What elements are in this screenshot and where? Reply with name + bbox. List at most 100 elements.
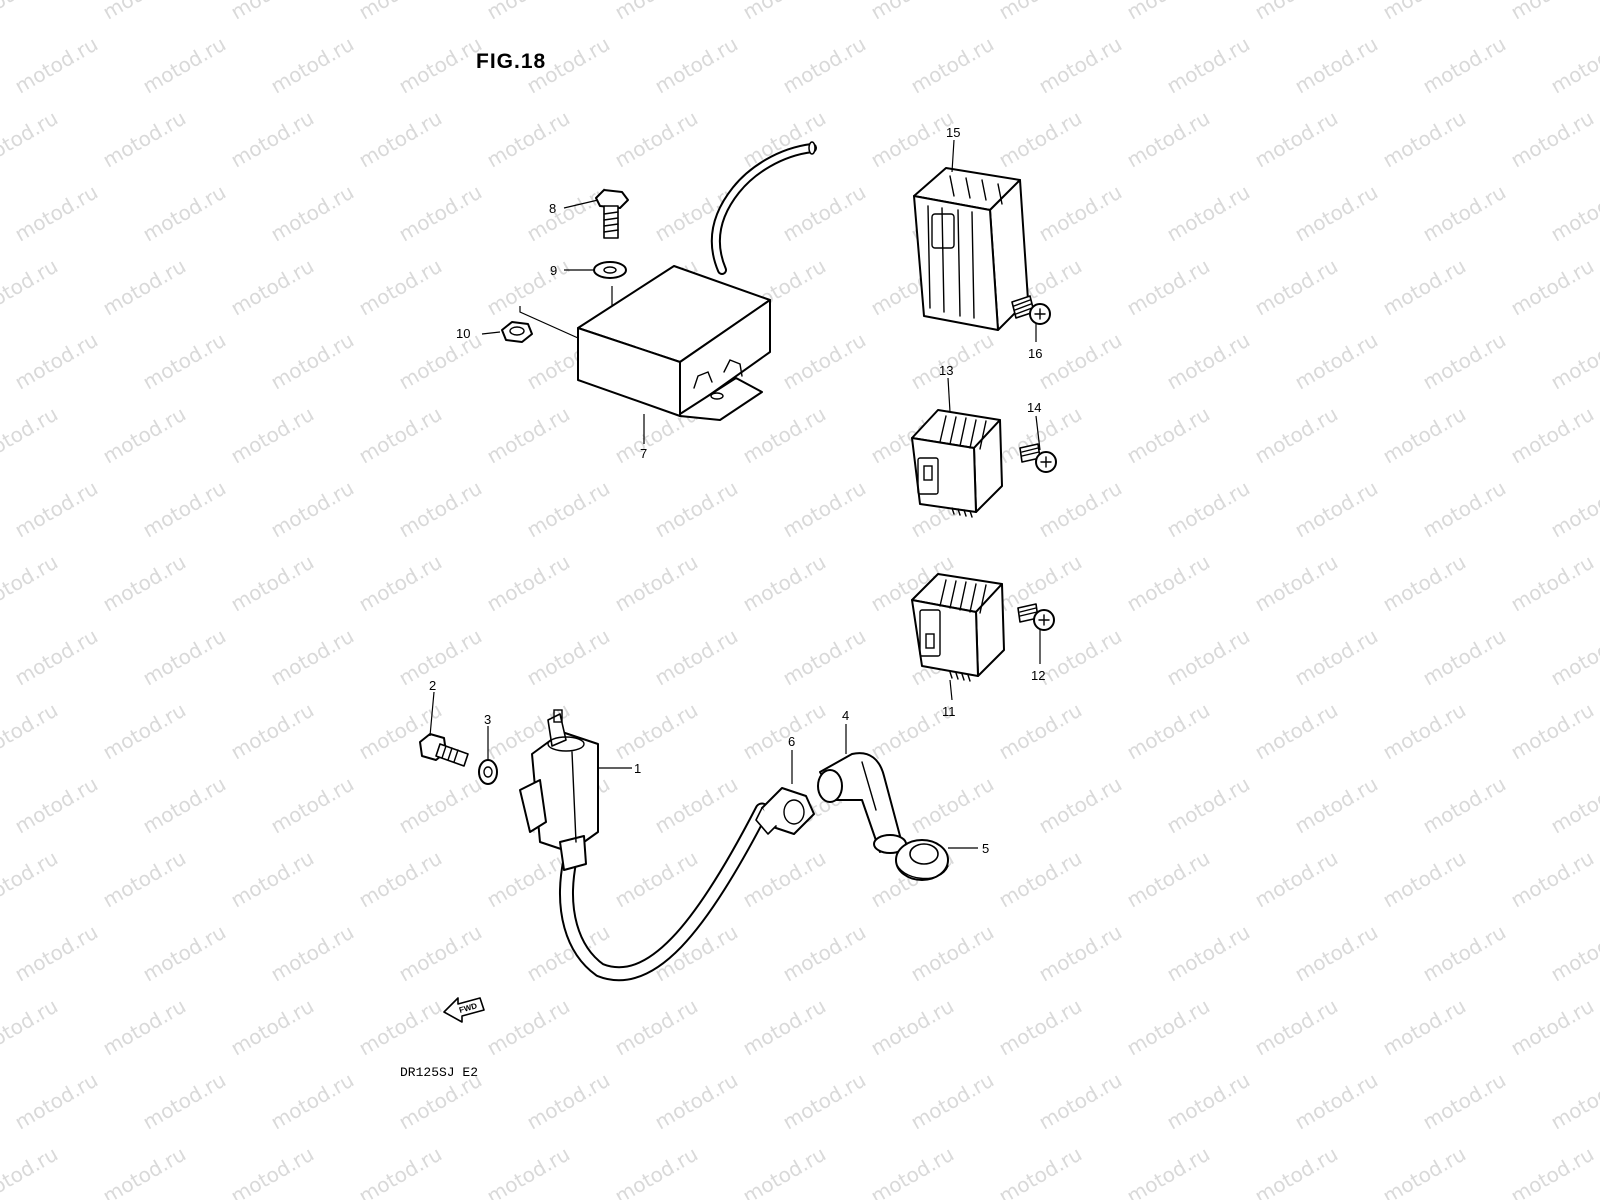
watermark-text: motod.ru (651, 624, 742, 691)
watermark-text: motod.ru (227, 994, 318, 1061)
watermark-text: motod.ru (1291, 624, 1382, 691)
watermark-text: motod.ru (907, 32, 998, 99)
watermark-text: motod.ru (1251, 698, 1342, 765)
watermark-text: motod.ru (1507, 0, 1598, 24)
callout-3: 3 (484, 712, 491, 727)
watermark-text: motod.ru (483, 106, 574, 173)
screw-16 (1011, 295, 1051, 325)
watermark-text: motod.ru (11, 32, 102, 99)
watermark-text: motod.ru (995, 994, 1086, 1061)
watermark-text: motod.ru (99, 550, 190, 617)
watermark-text: motod.ru (139, 328, 230, 395)
callout-14: 14 (1027, 400, 1041, 415)
watermark-text: motod.ru (1379, 698, 1470, 765)
cdi-unit (577, 141, 817, 421)
watermark-text: motod.ru (99, 698, 190, 765)
watermark-text: motod.ru (267, 772, 358, 839)
watermark-text: motod.ru (1507, 994, 1598, 1061)
watermark-text: motod.ru (267, 180, 358, 247)
watermark-text: motod.ru (227, 1142, 318, 1200)
fwd-arrow-icon: FWD (443, 997, 485, 1023)
watermark-text: motod.ru (1251, 846, 1342, 913)
plug-cap-4 (817, 752, 907, 854)
watermark-text: motod.ru (0, 994, 62, 1061)
regulator-15 (913, 167, 1029, 331)
watermark-text: motod.ru (523, 624, 614, 691)
watermark-text: motod.ru (523, 1068, 614, 1135)
watermark-text: motod.ru (1123, 254, 1214, 321)
watermark-text: motod.ru (1507, 846, 1598, 913)
watermark-text: motod.ru (11, 328, 102, 395)
watermark-text: motod.ru (395, 624, 486, 691)
watermark-text: motod.ru (1379, 0, 1470, 24)
callout-6: 6 (788, 734, 795, 749)
bolt-2 (419, 733, 469, 767)
watermark-text: motod.ru (739, 698, 830, 765)
watermark-text: motod.ru (867, 0, 958, 24)
watermark-text: motod.ru (355, 1142, 446, 1200)
watermark-text: motod.ru (867, 994, 958, 1061)
ignition-coil (519, 709, 770, 982)
watermark-text: motod.ru (11, 1068, 102, 1135)
watermark-text: motod.ru (355, 254, 446, 321)
watermark-text: motod.ru (1547, 772, 1600, 839)
watermark-text: motod.ru (1291, 772, 1382, 839)
regulator-11 (911, 573, 1005, 682)
callout-9: 9 (550, 263, 557, 278)
watermark-text: motod.ru (395, 180, 486, 247)
watermark-text: motod.ru (611, 698, 702, 765)
callout-2: 2 (429, 678, 436, 693)
watermark-text: motod.ru (139, 1068, 230, 1135)
model-code: DR125SJ E2 (400, 1065, 478, 1080)
watermark-text: motod.ru (907, 920, 998, 987)
watermark-text: motod.ru (651, 772, 742, 839)
watermark-text: motod.ru (1123, 1142, 1214, 1200)
watermark-text: motod.ru (867, 1142, 958, 1200)
watermark-text: motod.ru (0, 1142, 62, 1200)
watermark-text: motod.ru (1163, 920, 1254, 987)
watermark-text: motod.ru (611, 1142, 702, 1200)
watermark-text: motod.ru (227, 698, 318, 765)
watermark-text: motod.ru (1251, 254, 1342, 321)
callout-16: 16 (1028, 346, 1042, 361)
watermark-text: motod.ru (1419, 624, 1510, 691)
watermark-text: motod.ru (739, 994, 830, 1061)
watermark-text: motod.ru (1507, 1142, 1598, 1200)
watermark-text: motod.ru (355, 550, 446, 617)
watermark-text: motod.ru (227, 254, 318, 321)
watermark-text: motod.ru (99, 254, 190, 321)
watermark-text: motod.ru (0, 254, 62, 321)
watermark-text: motod.ru (483, 1142, 574, 1200)
watermark-text: motod.ru (1419, 772, 1510, 839)
watermark-text: motod.ru (1547, 180, 1600, 247)
watermark-text: motod.ru (99, 402, 190, 469)
watermark-text: motod.ru (1379, 402, 1470, 469)
watermark-text: motod.ru (651, 1068, 742, 1135)
watermark-text: motod.ru (1291, 180, 1382, 247)
watermark-text: motod.ru (779, 624, 870, 691)
watermark-text: motod.ru (1547, 624, 1600, 691)
watermark-text: motod.ru (1163, 328, 1254, 395)
watermark-text: motod.ru (1123, 402, 1214, 469)
watermark-text: motod.ru (1507, 106, 1598, 173)
watermark-text: motod.ru (907, 1068, 998, 1135)
watermark-text: motod.ru (1419, 920, 1510, 987)
watermark-text: motod.ru (99, 994, 190, 1061)
watermark-text: motod.ru (483, 254, 574, 321)
watermark-text: motod.ru (139, 32, 230, 99)
callout-4: 4 (842, 708, 849, 723)
watermark-text: motod.ru (1123, 0, 1214, 24)
watermark-text: motod.ru (995, 698, 1086, 765)
watermark-text: motod.ru (227, 550, 318, 617)
watermark-text: motod.ru (1547, 1068, 1600, 1135)
regulator-13 (911, 409, 1003, 518)
watermark-text: motod.ru (651, 476, 742, 543)
watermark-text: motod.ru (11, 476, 102, 543)
watermark-text: motod.ru (139, 476, 230, 543)
watermark-text: motod.ru (1379, 254, 1470, 321)
watermark-text: motod.ru (1035, 772, 1126, 839)
watermark-text: motod.ru (867, 106, 958, 173)
watermark-text: motod.ru (995, 1142, 1086, 1200)
watermark-text: motod.ru (1291, 32, 1382, 99)
watermark-text: motod.ru (355, 994, 446, 1061)
